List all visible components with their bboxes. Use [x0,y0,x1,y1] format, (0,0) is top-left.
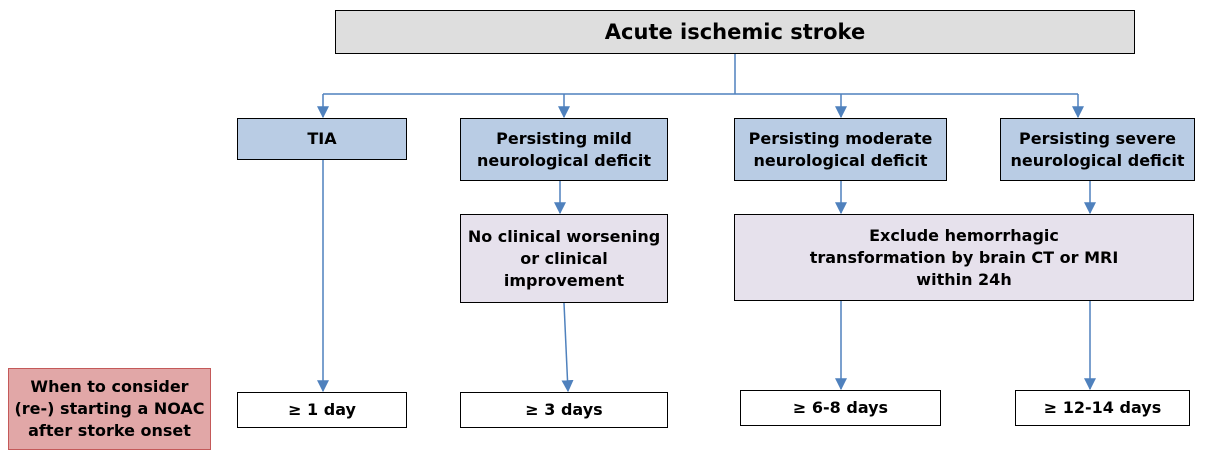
category-tia: TIA [237,118,407,160]
category-moderate-deficit: Persisting moderate neurological deficit [734,118,947,181]
timing-1-day: ≥ 1 day [237,392,407,428]
category-mild-deficit: Persisting mild neurological deficit [460,118,668,181]
timing-3-days: ≥ 3 days [460,392,668,428]
condition-exclude-hemorrhagic: Exclude hemorrhagic transformation by br… [734,214,1194,301]
arrow-condition-to-3days [561,302,574,393]
condition-no-worsening: No clinical worsening or clinical improv… [460,214,668,303]
timing-6-8-days: ≥ 6-8 days [740,390,941,426]
row-label-noac-timing: When to consider (re-) starting a NOAC a… [8,368,211,450]
title-box: Acute ischemic stroke [335,10,1135,54]
category-severe-deficit: Persisting severe neurological deficit [1000,118,1195,181]
timing-12-14-days: ≥ 12-14 days [1015,390,1190,426]
